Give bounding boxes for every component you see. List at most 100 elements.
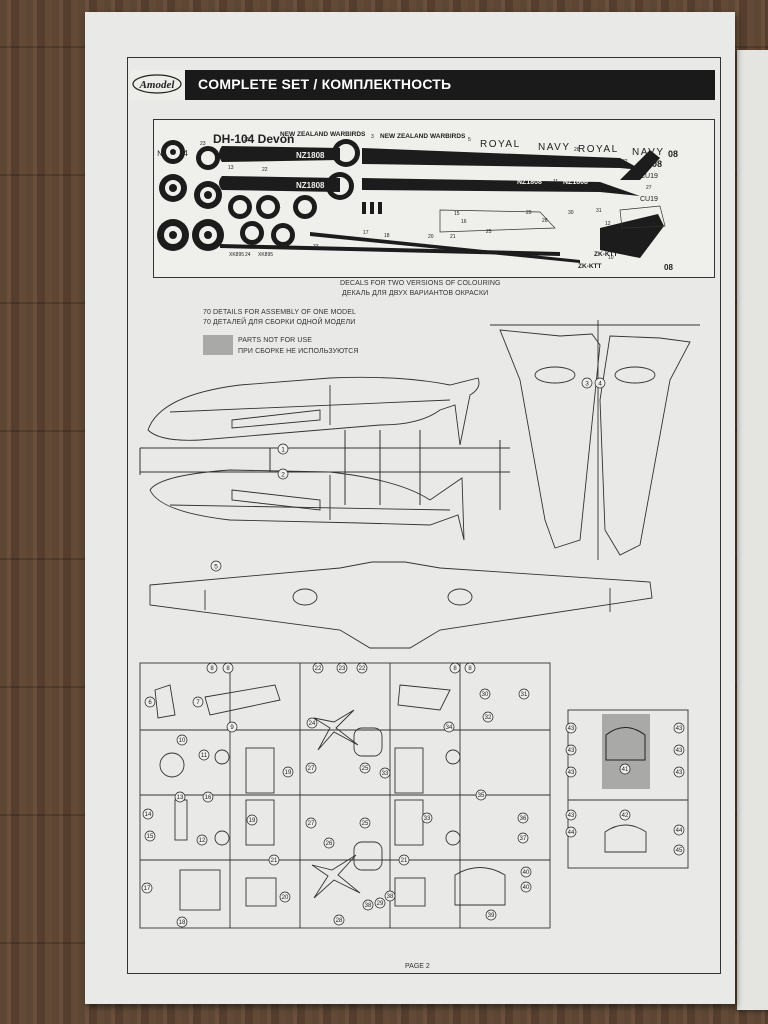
decal-num-14: 14 bbox=[628, 250, 634, 256]
svg-text:26: 26 bbox=[326, 841, 333, 847]
svg-text:43: 43 bbox=[676, 770, 683, 776]
decal-xx-2: XK895 bbox=[258, 252, 273, 258]
lower-wing bbox=[149, 561, 653, 649]
sprue-part-label-6: 6 bbox=[144, 696, 156, 708]
decal-text-warbirds-1: WARBIRDS bbox=[330, 131, 366, 138]
decal-text-warbirds-2: WARBIRDS bbox=[430, 133, 466, 140]
unused-parts-swatch bbox=[203, 335, 233, 355]
svg-text:36: 36 bbox=[520, 816, 527, 822]
decal-code-2: CU19 bbox=[640, 196, 658, 203]
decal-text-royal-1: ROYAL bbox=[480, 139, 521, 150]
part-label-3: 3 bbox=[581, 377, 593, 389]
decal-serial-2: NZ1808 bbox=[296, 181, 325, 190]
decal-text-royal-2: ROYAL bbox=[578, 144, 619, 155]
canopy-part-label-43: 43 bbox=[565, 766, 577, 778]
decal-text-navy-1: NAVY bbox=[538, 142, 571, 153]
svg-text:45: 45 bbox=[676, 848, 683, 854]
decal-text-marks: NEW ZEALAND WARBIRDS NEW ZEALAND WARBIRD… bbox=[200, 131, 678, 272]
brand-name: Amodel bbox=[139, 79, 176, 91]
svg-text:33: 33 bbox=[382, 771, 389, 777]
svg-text:44: 44 bbox=[568, 830, 575, 836]
canopy-part-label-44: 44 bbox=[673, 824, 685, 836]
sprue-part-label-12: 12 bbox=[196, 834, 208, 846]
sprue-part-label-26: 26 bbox=[323, 837, 335, 849]
svg-text:41: 41 bbox=[622, 767, 629, 773]
sprue-part-label-7: 7 bbox=[192, 696, 204, 708]
part-label-4: 4 bbox=[594, 377, 606, 389]
sprue-part-label-18: 18 bbox=[176, 916, 188, 928]
decal-serial-4: NZ1808 bbox=[563, 179, 588, 186]
details-count-en: 70 DETAILS FOR ASSEMBLY OF ONE MODEL bbox=[203, 309, 356, 316]
decal-num-23: 23 bbox=[200, 141, 206, 147]
svg-text:21: 21 bbox=[271, 858, 278, 864]
svg-text:40: 40 bbox=[523, 885, 530, 891]
svg-text:19: 19 bbox=[249, 818, 256, 824]
sprue-part-label-19: 19 bbox=[282, 766, 294, 778]
svg-text:23: 23 bbox=[339, 666, 346, 672]
decal-reg-2: ZK-KTT bbox=[578, 263, 601, 270]
svg-text:31: 31 bbox=[521, 692, 528, 698]
canopy-part-label-43: 43 bbox=[565, 744, 577, 756]
svg-text:9: 9 bbox=[230, 725, 234, 731]
decal-text-new-zealand-1: NEW ZEALAND bbox=[280, 131, 328, 138]
canopy-sprue bbox=[567, 709, 689, 869]
sprue-part-label-19: 19 bbox=[246, 814, 258, 826]
decal-num-27: 27 bbox=[646, 185, 652, 191]
decal-code-5: 08 bbox=[664, 263, 673, 272]
canopy-part-label-42: 42 bbox=[619, 809, 631, 821]
adjacent-page-edge bbox=[737, 50, 768, 1010]
svg-text:44: 44 bbox=[676, 828, 683, 834]
sprue-part-label-35: 35 bbox=[475, 789, 487, 801]
svg-text:7: 7 bbox=[196, 700, 200, 706]
decal-serial-1: NZ1808 bbox=[296, 151, 325, 160]
sprue-part-label-23: 23 bbox=[336, 662, 348, 674]
sprue-part-label-38: 38 bbox=[384, 890, 396, 902]
decal-num-25: 25 bbox=[244, 137, 250, 143]
sprue-part-label-21: 21 bbox=[398, 854, 410, 866]
decal-num-34: 34 bbox=[646, 225, 652, 231]
sprue-part-label-15: 15 bbox=[144, 830, 156, 842]
svg-text:20: 20 bbox=[282, 895, 289, 901]
unused-parts-ru: ПРИ СБОРКЕ НЕ ИСПОЛЬЗУЮТСЯ bbox=[238, 348, 359, 355]
sprue-part-label-22: 22 bbox=[312, 662, 324, 674]
decal-cheatlines bbox=[219, 146, 666, 263]
svg-text:1: 1 bbox=[281, 447, 285, 454]
sprue-part-label-13: 13 bbox=[174, 791, 186, 803]
decal-code-1: CU19 bbox=[640, 173, 658, 180]
decal-num-30: 30 bbox=[568, 210, 574, 216]
sprue-part-label-21: 21 bbox=[268, 854, 280, 866]
sprue-part-label-14: 14 bbox=[142, 808, 154, 820]
decal-num-33: 33 bbox=[313, 244, 319, 250]
svg-text:34: 34 bbox=[446, 725, 453, 731]
header-bar: Amodel COMPLETE SET / КОМПЛЕКТНОСТЬ bbox=[130, 70, 715, 100]
svg-text:42: 42 bbox=[622, 813, 629, 819]
part-label-1: 1 bbox=[277, 443, 289, 455]
wing-halves bbox=[490, 320, 700, 560]
decal-num-18: 18 bbox=[384, 233, 390, 239]
decal-num-16: 16 bbox=[461, 219, 467, 225]
svg-text:33: 33 bbox=[424, 816, 431, 822]
sprue-part-label-24: 24 bbox=[306, 717, 318, 729]
sprue-part-label-29: 29 bbox=[374, 897, 386, 909]
sprue-part-label-40: 40 bbox=[520, 866, 532, 878]
svg-text:12: 12 bbox=[199, 838, 206, 844]
decal-num-1: 1 bbox=[278, 204, 281, 210]
decal-num-17: 17 bbox=[363, 230, 369, 236]
decal-num-20: 20 bbox=[428, 234, 434, 240]
svg-text:22: 22 bbox=[315, 666, 322, 672]
svg-text:39: 39 bbox=[488, 913, 495, 919]
svg-text:28: 28 bbox=[336, 918, 343, 924]
svg-text:8: 8 bbox=[453, 666, 457, 672]
svg-text:15: 15 bbox=[147, 834, 154, 840]
page-frame bbox=[127, 57, 721, 974]
svg-text:32: 32 bbox=[485, 715, 492, 721]
svg-text:8: 8 bbox=[468, 666, 472, 672]
sprue-part-label-25: 25 bbox=[359, 817, 371, 829]
svg-text:29: 29 bbox=[377, 901, 384, 907]
sprue-part-label-16: 16 bbox=[202, 791, 214, 803]
sprue-part-label-8: 8 bbox=[464, 662, 476, 674]
sprue-part-label-36: 36 bbox=[517, 812, 529, 824]
decal-num-22: 22 bbox=[262, 167, 268, 173]
decal-num-24: 24 bbox=[245, 252, 251, 258]
unused-parts-en: PARTS NOT FOR USE bbox=[238, 337, 313, 344]
